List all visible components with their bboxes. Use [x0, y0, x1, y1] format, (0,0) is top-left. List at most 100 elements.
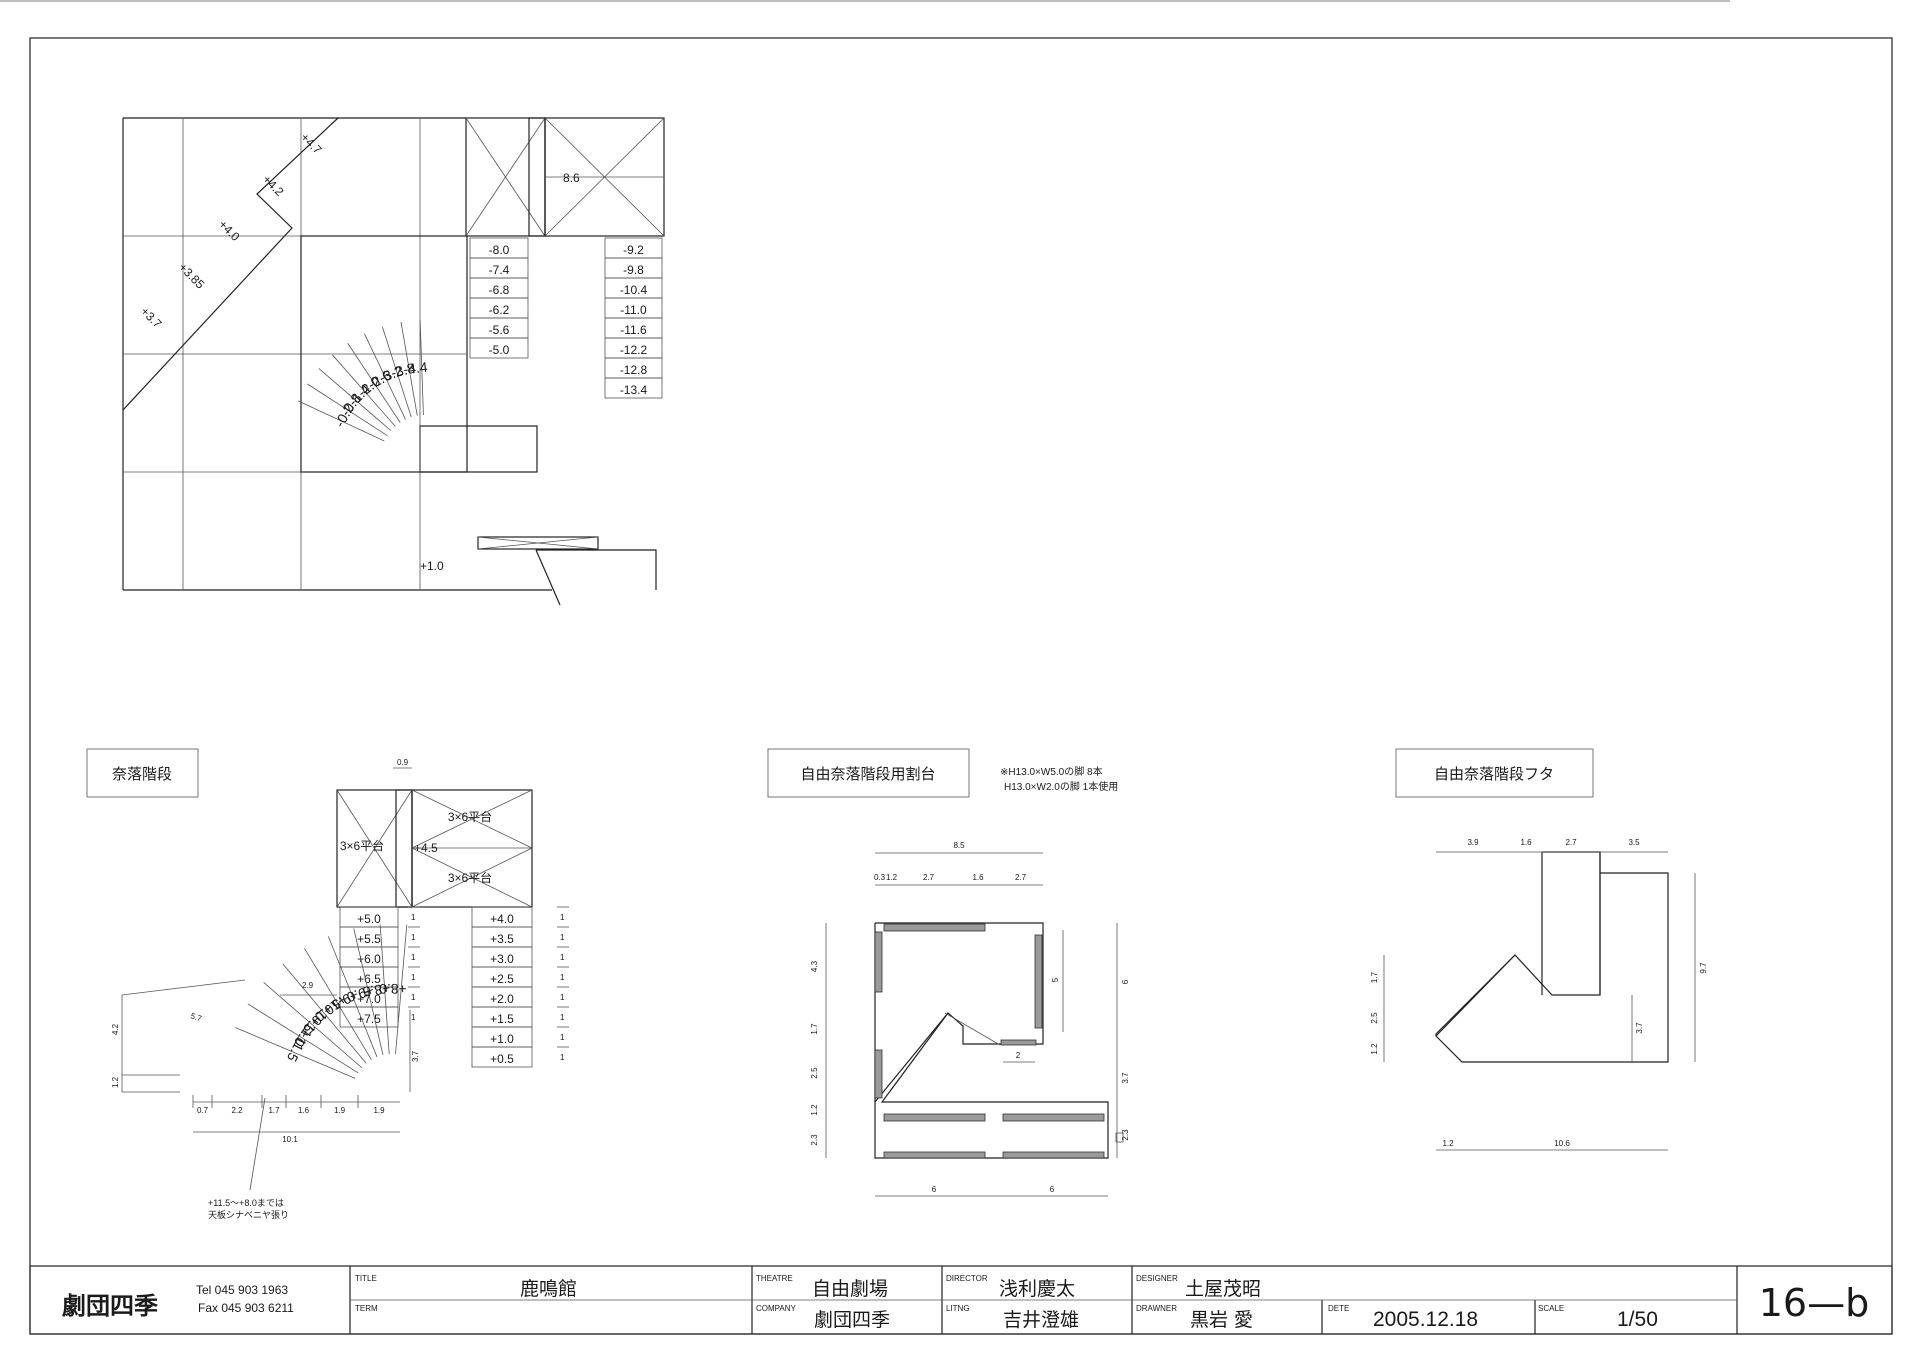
- diagonal-level: +4.0: [216, 217, 243, 244]
- naraku-left-step-dim: 1: [411, 933, 416, 942]
- futa-left-dim: 1.2: [1370, 1043, 1379, 1055]
- naraku-fan-step-edge: [304, 948, 372, 1060]
- naraku-right-step-dim: 1: [560, 973, 565, 982]
- upper-fan-step-edge: [332, 354, 396, 427]
- naraku-bottom-dim: 0.7: [197, 1106, 209, 1115]
- naraku-dim-4-2: 4.2: [111, 1023, 120, 1035]
- upper-left-step: -7.4: [489, 263, 510, 277]
- upper-left-step-box: [469, 337, 529, 359]
- naraku-title-box: [86, 748, 199, 798]
- waridai-left-dim: 2.3: [810, 1134, 819, 1146]
- naraku-platform-label-3: 3×6平台: [448, 870, 492, 885]
- upper-left-step: -8.0: [489, 243, 510, 257]
- naraku-left-step: +6.0: [357, 952, 381, 966]
- term-label: TERM: [355, 1304, 378, 1313]
- naraku-left-step-dim: 1: [411, 973, 416, 982]
- naraku-left-step: +5.0: [357, 912, 381, 926]
- director-label: DIRECTOR: [946, 1274, 988, 1283]
- upper-fan-step-edge: [419, 320, 424, 416]
- naraku-right-step-dim: 1: [560, 953, 565, 962]
- naraku-bottom-dim: 1.9: [373, 1106, 385, 1115]
- naraku-left-step-dim: 1: [411, 953, 416, 962]
- upper-right-step: -10.4: [620, 283, 648, 297]
- naraku-title: 奈落階段: [112, 766, 172, 783]
- naraku-note-line-2: 天板シナベニヤ張り: [208, 1209, 289, 1220]
- naraku-right-step: +1.0: [490, 1032, 514, 1046]
- futa-right-dim: 3.7: [1635, 1022, 1644, 1034]
- naraku-fan-step: +8.0: [379, 981, 407, 997]
- naraku-right-step: +2.0: [490, 992, 514, 1006]
- naraku-right-step: +3.5: [490, 932, 514, 946]
- diagonal-level: +3.85: [176, 260, 208, 292]
- upper-right-step: -9.8: [623, 263, 644, 277]
- naraku-fan-step-edge: [395, 924, 408, 1055]
- naraku-left-step-dim: 1: [411, 1013, 416, 1022]
- naraku-fan-step-edge: [263, 982, 363, 1069]
- waridai-bottom-dim: 6: [932, 1185, 937, 1194]
- lighting-label: LITNG: [946, 1304, 970, 1313]
- naraku-right-step-dim: 1: [560, 933, 565, 942]
- scale-label: SCALE: [1538, 1304, 1564, 1313]
- naraku-fan-step-edge: [327, 936, 378, 1058]
- upper-left-step: -6.2: [489, 303, 510, 317]
- upper-fan-step: -4.4: [403, 359, 429, 377]
- scale-value: 1/50: [1617, 1308, 1658, 1331]
- naraku-platform-label-2: 3×6平台: [448, 809, 492, 824]
- upper-right-step: -9.2: [623, 243, 644, 257]
- title-block: 劇団四季 Tel 045 903 1963 Fax 045 903 6211 T…: [29, 1265, 1893, 1335]
- naraku-bottom-dim: 1.6: [298, 1106, 310, 1115]
- naraku-bottom-dim: 2.2: [231, 1106, 243, 1115]
- naraku-left-step: +7.0: [357, 992, 381, 1006]
- diagonal-level: +4.2: [260, 172, 287, 199]
- upper-left-stair: -8.0-7.4-6.8-6.2-5.6-5.0: [469, 237, 529, 359]
- naraku-note-line-1: +11.5～+8.0までは: [208, 1198, 284, 1208]
- futa-title-box: [1395, 748, 1594, 798]
- futa-top-dim: 1.6: [1520, 838, 1532, 847]
- waridai-top-dim: 2.7: [1015, 873, 1027, 882]
- naraku-platform-level: +4.5: [414, 841, 438, 855]
- company-value: 劇団四季: [814, 1309, 890, 1331]
- upper-fan-step: -3.8: [389, 359, 416, 380]
- designer-label: DESIGNER: [1136, 1274, 1178, 1283]
- waridai-left-dim: 1.7: [810, 1023, 819, 1035]
- upper-fan-step-edge: [381, 326, 412, 418]
- naraku-right-step-dim: 1: [560, 1013, 565, 1022]
- upper-plan-view: 8.6 -8.0-7.4-6.8-6.2-5.6-5.0 -9.2-9.8-10…: [122, 117, 665, 606]
- waridai-left-dim: 1.2: [810, 1104, 819, 1116]
- naraku-right-step: +3.0: [490, 952, 514, 966]
- upper-right-step-box: [604, 377, 663, 399]
- company-logo: 劇団四季: [62, 1292, 158, 1320]
- diagonal-level: +3.7: [138, 304, 165, 331]
- naraku-dim-1-2: 1.2: [111, 1076, 120, 1088]
- designer-value: 土屋茂昭: [1185, 1278, 1261, 1300]
- naraku-right-step-box: [471, 1046, 533, 1068]
- upper-fan-step-edge: [297, 400, 385, 442]
- futa-left-dim: 2.5: [1370, 1012, 1379, 1024]
- naraku-fan-step: +9.0: [345, 982, 376, 1006]
- waridai-right-dim: 5: [1051, 977, 1060, 982]
- upper-left-step: -5.6: [489, 323, 510, 337]
- diagonal-levels: +4.7+4.2+4.0+3.85+3.7: [138, 130, 325, 331]
- naraku-fan-stair: +11.5+11.0+10.5+10.0+9.5+9.0+8.5+8.0: [235, 924, 408, 1079]
- naraku-bottom-dim: 1.9: [334, 1106, 346, 1115]
- upper-fan-step-edge: [307, 383, 388, 436]
- date-label: DETE: [1328, 1304, 1349, 1313]
- upper-floor-level: +1.0: [420, 559, 444, 573]
- naraku-right-step-dim: 1: [560, 993, 565, 1002]
- sheet-border: [29, 37, 1893, 1335]
- naraku-fan-step: +8.5: [361, 980, 391, 1000]
- upper-fan-step-edge: [318, 368, 392, 431]
- upper-right-step: -13.4: [620, 383, 648, 397]
- drawner-label: DRAWNER: [1136, 1304, 1177, 1313]
- naraku-right-step-dim: 1: [560, 1053, 565, 1062]
- sheet-number: 16—b: [1759, 1281, 1869, 1325]
- naraku-left-step: +5.5: [357, 932, 381, 946]
- naraku-right-step: +0.5: [490, 1052, 514, 1066]
- futa-left-dim: 1.7: [1370, 971, 1379, 983]
